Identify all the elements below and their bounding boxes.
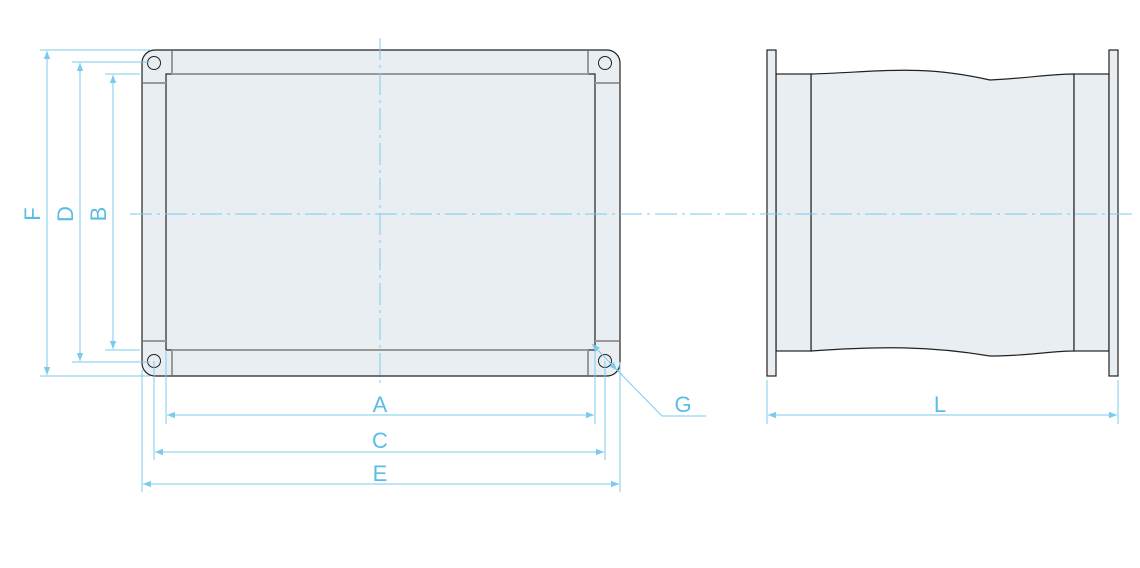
label-l: L [934, 392, 946, 417]
side-view [766, 49, 1119, 377]
label-e: E [373, 461, 388, 486]
extension-lines [40, 49, 1119, 492]
right-sleeve [1073, 73, 1110, 352]
left-sleeve [775, 73, 812, 352]
label-a: A [373, 392, 388, 417]
flexible-body [810, 69, 1075, 357]
left-flange [766, 49, 777, 377]
bolt-hole-icon [147, 56, 161, 70]
dimension-g [591, 343, 618, 371]
front-view [141, 49, 621, 377]
label-c: C [372, 428, 388, 453]
bolt-hole-icon [598, 56, 612, 70]
label-f: F [20, 207, 45, 220]
leader-g [616, 369, 706, 417]
label-d: D [53, 206, 78, 222]
label-b: B [86, 207, 111, 222]
label-g: G [674, 392, 691, 417]
right-flange [1108, 49, 1119, 377]
